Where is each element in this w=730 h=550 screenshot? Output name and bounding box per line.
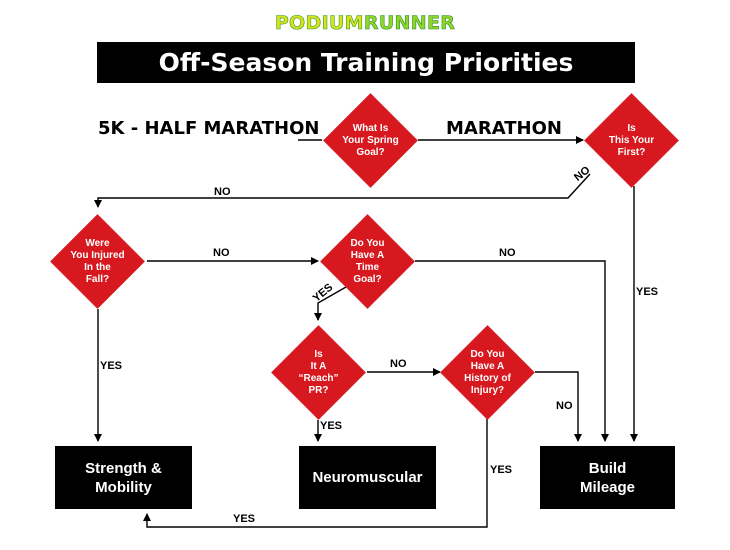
line-timegoal-no <box>415 260 609 442</box>
line-history-yes <box>143 418 488 528</box>
outcome-build-mileage: Build Mileage <box>540 446 675 509</box>
decision-spring-goal-text: What Is Your Spring Goal? <box>342 122 399 158</box>
edge-label-history-yes: YES <box>490 464 513 476</box>
decision-injury-history: Do You Have A History of Injury? <box>440 325 535 420</box>
decision-spring-goal: What Is Your Spring Goal? <box>323 93 418 188</box>
decision-reach-pr-text: Is It A “Reach” PR? <box>298 348 339 396</box>
edge-label-reach-yes: YES <box>320 420 343 432</box>
podium-runner-logo: PodiumRunner <box>0 12 730 35</box>
edge-label-injured-yes: YES <box>100 360 123 372</box>
decision-first-marathon: Is This Your First? <box>584 93 679 188</box>
decision-injured-fall-text: Were You Injured In the Fall? <box>70 237 125 285</box>
logo-part-podium: Podium <box>274 12 364 35</box>
outcome-strength-mobility: Strength & Mobility <box>55 446 192 509</box>
decision-time-goal-text: Do You Have A Time Goal? <box>350 237 385 285</box>
logo-part-runner: Runner <box>363 12 456 35</box>
decision-injury-history-text: Do You Have A History of Injury? <box>464 348 511 396</box>
edge-label-to-injured-no: NO <box>214 186 231 198</box>
line-history-no <box>535 371 582 442</box>
line-first-no <box>94 173 591 208</box>
decision-time-goal: Do You Have A Time Goal? <box>320 214 415 309</box>
edge-label-reach-no: NO <box>390 358 407 370</box>
edge-label-history-no: NO <box>556 400 573 412</box>
edge-label-bottom-yes: YES <box>233 513 256 525</box>
page-title: Off-Season Training Priorities <box>158 48 574 77</box>
edge-label-first-yes: YES <box>636 286 659 298</box>
line-timegoal-yes <box>314 286 347 321</box>
outcome-neuromuscular: Neuromuscular <box>299 446 436 509</box>
edge-label-injured-no: NO <box>213 247 230 259</box>
edge-label-timegoal-no: NO <box>499 247 516 259</box>
heading-5k-half-marathon: 5K - HALF MARATHON <box>98 118 320 139</box>
title-bar: Off-Season Training Priorities <box>97 42 635 83</box>
decision-first-marathon-text: Is This Your First? <box>608 122 655 158</box>
decision-injured-fall: Were You Injured In the Fall? <box>50 214 145 309</box>
decision-reach-pr: Is It A “Reach” PR? <box>271 325 366 420</box>
heading-marathon: MARATHON <box>446 118 562 139</box>
